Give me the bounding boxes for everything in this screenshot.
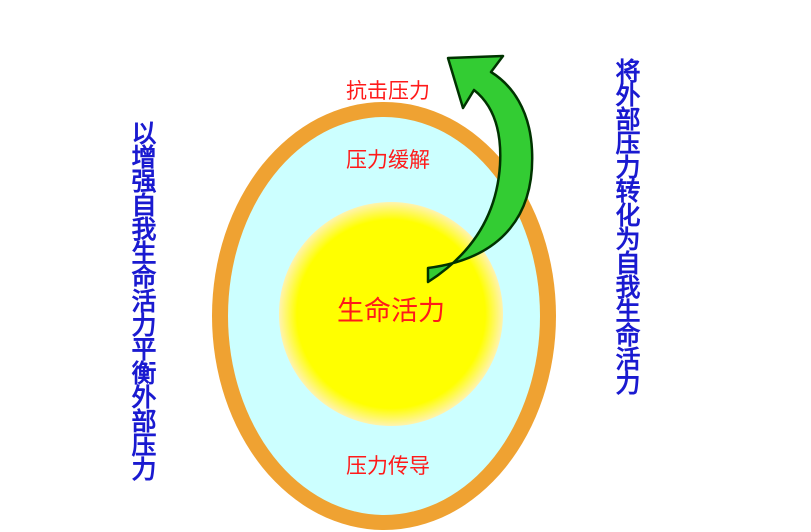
core-circle <box>279 202 503 426</box>
curved-up-arrow-icon <box>426 54 534 284</box>
left-caption: 以增强自我生命活力平衡外部压力 <box>128 120 157 480</box>
outer-label: 抗击压力 <box>346 79 430 103</box>
middle-bottom-label: 压力传导 <box>346 454 430 478</box>
middle-top-label: 压力缓解 <box>346 148 430 172</box>
center-label: 生命活力 <box>337 296 445 327</box>
right-caption: 将外部压力转化为自我生命活力 <box>612 58 641 394</box>
